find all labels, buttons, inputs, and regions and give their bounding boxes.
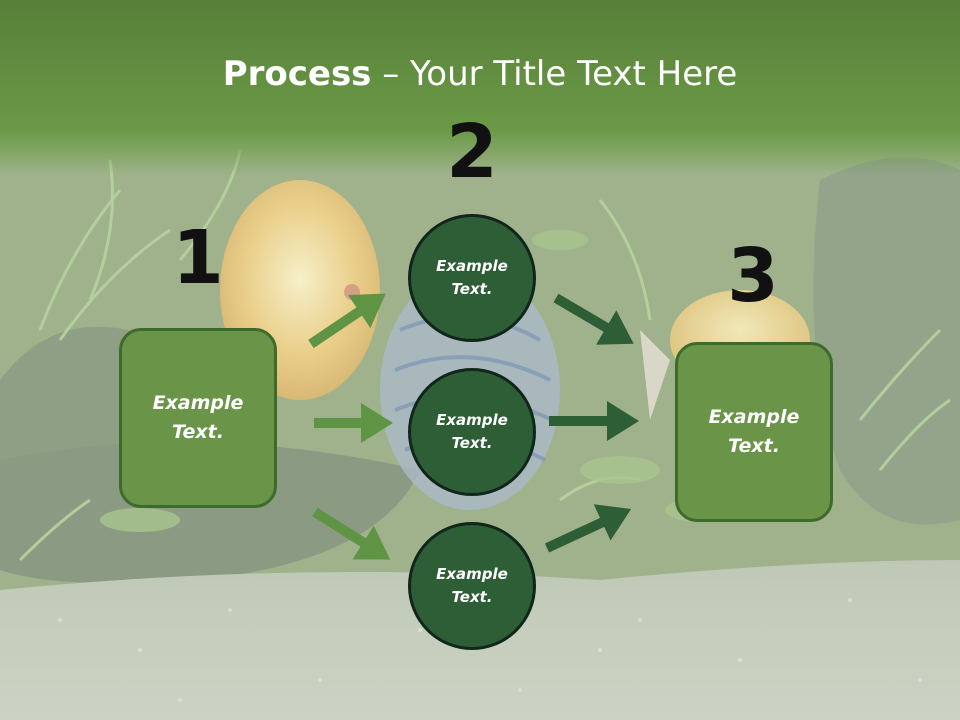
arrow-left-to-top — [308, 293, 386, 349]
step-circle-bottom: Example Text. — [408, 522, 536, 650]
arrow-left-to-bottom — [312, 507, 391, 560]
step-circle-middle-text: Example Text. — [436, 411, 508, 452]
right-step-text: Example Text. — [708, 406, 800, 457]
left-step-text: Example Text. — [152, 392, 244, 443]
right-step-box: Example Text. — [675, 342, 833, 522]
step-number-1: 1 — [172, 215, 224, 301]
title-rest: – Your Title Text Here — [371, 54, 738, 94]
arrow-bottom-to-right — [544, 504, 632, 553]
step-circle-top-text: Example Text. — [436, 257, 508, 298]
left-step-box: Example Text. — [119, 328, 277, 508]
step-circle-bottom-text: Example Text. — [436, 565, 508, 606]
arrow-top-to-right — [553, 293, 634, 345]
step-circle-top: Example Text. — [408, 214, 536, 342]
slide-title: Process – Your Title Text Here — [0, 50, 960, 98]
step-number-3: 3 — [727, 233, 779, 319]
title-bold: Process — [222, 54, 372, 94]
step-number-2: 2 — [446, 109, 498, 195]
step-circle-middle: Example Text. — [408, 368, 536, 496]
